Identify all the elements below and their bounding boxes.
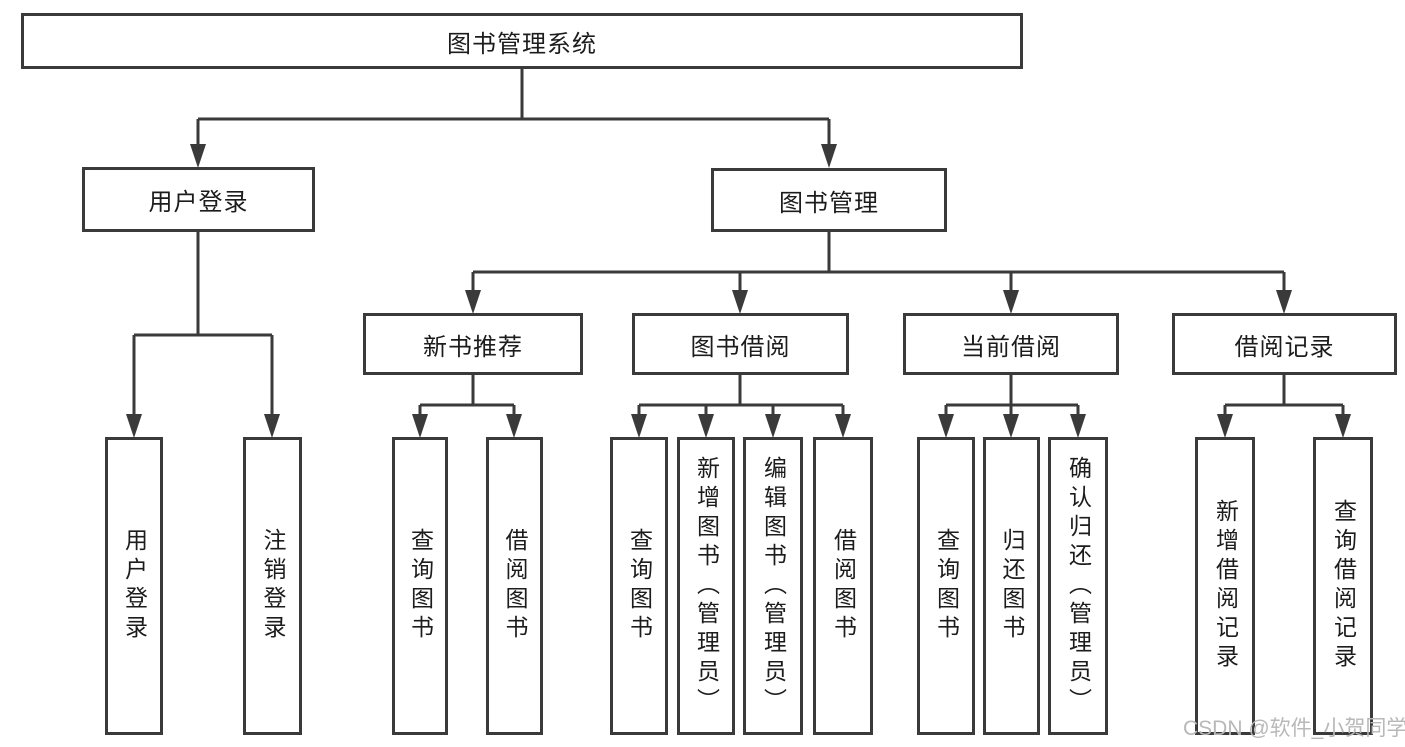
arrow-icon (1217, 414, 1233, 438)
node-root-label: 图书管理系统 (447, 30, 597, 58)
leaf-borrow-books-borrowing: 借阅图书 (813, 437, 873, 735)
leaf-edit-book-admin-label: 编辑图书（管理员） (760, 455, 787, 717)
arrow-icon (698, 414, 714, 438)
leaf-borrow-books-borrowing-label: 借阅图书 (830, 528, 857, 644)
leaf-query-books-current-label: 查询图书 (933, 528, 960, 644)
leaf-add-borrow-record-label: 新增借阅记录 (1212, 499, 1239, 673)
leaf-return-books-label: 归还图书 (999, 528, 1025, 644)
leaf-add-borrow-record: 新增借阅记录 (1195, 437, 1255, 735)
node-user-login: 用户登录 (82, 167, 315, 232)
node-book-management: 图书管理 (711, 168, 947, 232)
node-book-borrowing: 图书借阅 (632, 313, 849, 375)
leaf-query-borrow-record: 查询借阅记录 (1313, 437, 1373, 735)
leaf-query-books-recommend: 查询图书 (392, 437, 448, 735)
arrow-icon (765, 414, 781, 438)
node-borrow-records-label: 借阅记录 (1234, 333, 1335, 361)
leaf-add-book-admin-label: 新增图书（管理员） (693, 455, 720, 717)
watermark: CSDN @软件_小贺同学 (1183, 717, 1405, 740)
arrow-icon (1335, 414, 1351, 438)
arrow-icon (821, 144, 837, 168)
arrow-icon (1276, 290, 1292, 314)
leaf-query-books-current: 查询图书 (917, 437, 975, 735)
leaf-query-books-recommend-label: 查询图书 (407, 528, 434, 644)
arrowheads (126, 144, 1351, 438)
arrow-icon (506, 414, 522, 438)
leaf-query-books-borrowing-label: 查询图书 (626, 528, 653, 644)
leaf-borrow-books-recommend-label: 借阅图书 (502, 528, 528, 644)
arrow-icon (1003, 414, 1019, 438)
arrow-icon (938, 414, 954, 438)
node-current-borrowing: 当前借阅 (903, 313, 1119, 375)
arrow-icon (412, 414, 428, 438)
leaf-user-login-label: 用户登录 (121, 528, 148, 644)
leaf-query-borrow-record-label: 查询借阅记录 (1330, 499, 1357, 673)
tree-edges (132, 69, 1345, 420)
node-new-book-recommend-label: 新书推荐 (423, 333, 523, 361)
node-current-borrowing-label: 当前借阅 (961, 333, 1061, 361)
leaf-confirm-return-admin: 确认归还（管理员） (1048, 437, 1108, 735)
leaf-return-books: 归还图书 (983, 437, 1040, 735)
node-book-management-label: 图书管理 (779, 189, 879, 217)
leaf-edit-book-admin: 编辑图书（管理员） (743, 437, 803, 735)
arrow-icon (1003, 290, 1019, 314)
leaf-confirm-return-admin-label: 确认归还（管理员） (1065, 455, 1092, 717)
leaf-logout: 注销登录 (243, 437, 302, 735)
node-borrow-records: 借阅记录 (1172, 313, 1397, 375)
leaf-user-login: 用户登录 (105, 437, 163, 735)
node-book-borrowing-label: 图书借阅 (690, 333, 791, 361)
arrow-icon (835, 414, 851, 438)
arrow-icon (732, 290, 748, 314)
arrow-icon (264, 414, 280, 438)
arrow-icon (631, 414, 647, 438)
node-new-book-recommend: 新书推荐 (363, 313, 583, 375)
arrow-icon (190, 144, 206, 168)
node-root: 图书管理系统 (21, 13, 1023, 69)
leaf-logout-label: 注销登录 (260, 528, 286, 644)
node-user-login-label: 用户登录 (148, 189, 249, 216)
arrow-icon (465, 290, 481, 314)
leaf-query-books-borrowing: 查询图书 (610, 437, 668, 735)
arrow-icon (1070, 414, 1086, 438)
arrow-icon (126, 414, 142, 438)
leaf-borrow-books-recommend: 借阅图书 (486, 437, 543, 735)
leaf-add-book-admin: 新增图书（管理员） (677, 437, 735, 735)
